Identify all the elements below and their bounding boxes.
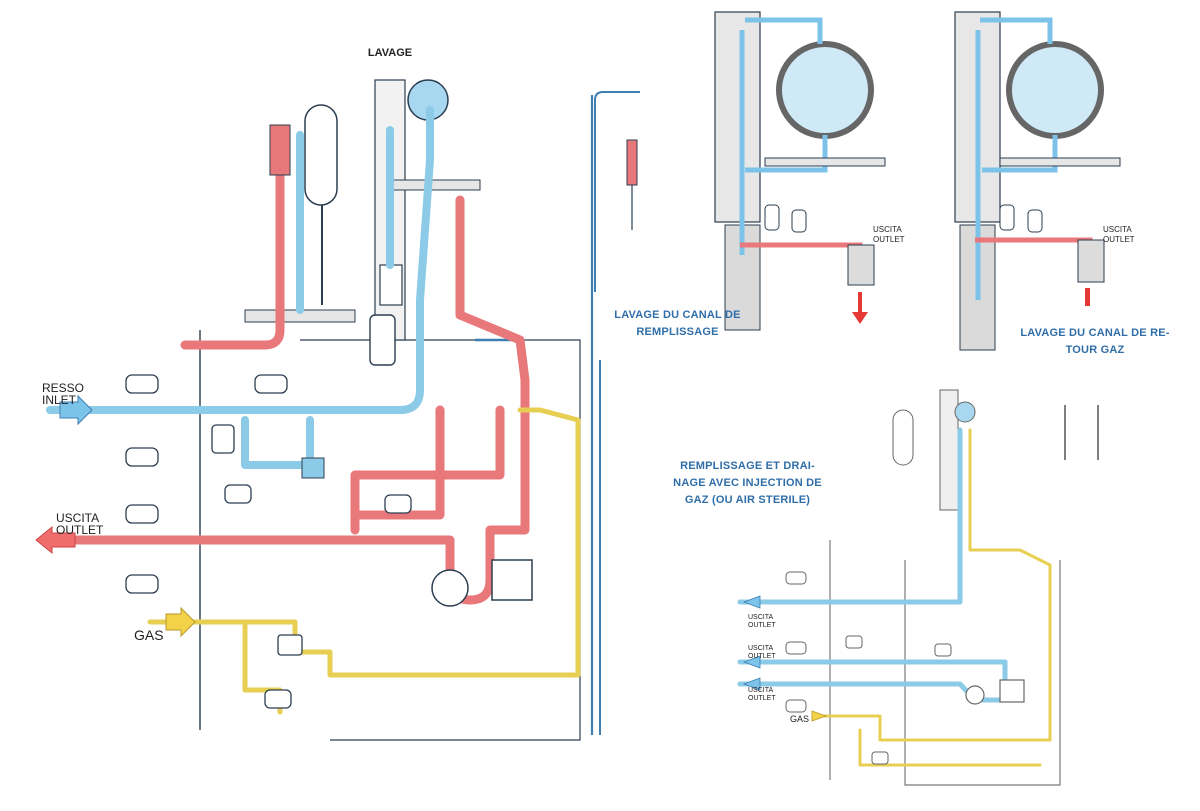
lavage-label: LAVAGE xyxy=(368,47,412,59)
main-diagram: LAVAGE RESSO INLET USCITA OUTLET GAS xyxy=(35,47,601,741)
motor-box xyxy=(491,559,533,601)
caption-fill-canal: LAVAGE DU CANAL DE REMPLISSAGE xyxy=(595,307,760,341)
pump xyxy=(431,569,469,607)
fill-drain-outlet-3-bottom: OUTLET xyxy=(748,695,776,702)
small-outlet-label-bottom-2: OUTLET xyxy=(1103,235,1135,244)
inlet-label-bottom: INLET xyxy=(42,393,77,407)
inlet-arrow-icon xyxy=(59,394,93,426)
fill-drain-outlet-2-top: USCITA xyxy=(748,645,773,652)
inline-valves xyxy=(125,374,412,709)
caption-fill-canal-line1: LAVAGE DU CANAL DE xyxy=(614,309,741,321)
drain-arrow-icon xyxy=(852,292,868,324)
small-outlet-label-bottom: OUTLET xyxy=(873,235,905,244)
gas-arrow-icon xyxy=(165,606,196,638)
caption-fill-drain-line3: GAZ (OU AIR STERILE) xyxy=(684,494,811,506)
caption-fill-drain-line2: NAGE AVEC INJECTION DE xyxy=(673,477,822,489)
caption-fill-drain-line1: REMPLISSAGE ET DRAI- xyxy=(680,460,815,472)
small-outlet-label-top-2: USCITA xyxy=(1103,225,1132,234)
outlet-arrow-icon xyxy=(35,525,76,555)
tank-cylinder xyxy=(304,104,338,206)
fill-drain-outlet-2-bottom: OUTLET xyxy=(748,653,776,660)
fill-drain-outlet-1-bottom: OUTLET xyxy=(748,622,776,629)
blue-pipework xyxy=(46,106,434,469)
valve-body xyxy=(379,264,403,306)
panel-return-gas: USCITA OUTLET xyxy=(945,11,1135,351)
caption-return-gas-line1: LAVAGE DU CANAL DE RE- xyxy=(1020,327,1170,339)
fill-drain-outlet-1-top: USCITA xyxy=(748,614,773,621)
valve-actuator xyxy=(369,314,396,366)
fill-drain-outlet-3-top: USCITA xyxy=(748,687,773,694)
red-pipework xyxy=(55,125,530,605)
inlet-label-top: RESSO xyxy=(42,381,84,395)
caption-return-gas: LAVAGE DU CANAL DE RE- TOUR GAZ xyxy=(1005,325,1185,359)
panel-fill-drain: USCITA OUTLET USCITA OUTLET USCITA OUTLE… xyxy=(737,389,1099,786)
fill-drain-gas-label: GAS xyxy=(790,714,809,724)
caption-return-gas-line2: TOUR GAZ xyxy=(1065,344,1125,356)
outlet-label-top: USCITA xyxy=(56,511,99,525)
mid-plate xyxy=(389,179,481,191)
outlet-label-bottom: OUTLET xyxy=(56,523,104,537)
small-outlet-label-top: USCITA xyxy=(873,225,902,234)
probe-detail xyxy=(594,91,640,292)
blue-link xyxy=(475,338,522,360)
panel-fill-canal: USCITA OUTLET xyxy=(705,11,905,331)
gas-label: GAS xyxy=(134,627,164,643)
caption-fill-drain: REMPLISSAGE ET DRAI- NAGE AVEC INJECTION… xyxy=(660,458,835,509)
blue-junction xyxy=(301,457,325,479)
red-column-top xyxy=(269,124,291,176)
caption-fill-canal-line2: REMPLISSAGE xyxy=(636,326,719,338)
